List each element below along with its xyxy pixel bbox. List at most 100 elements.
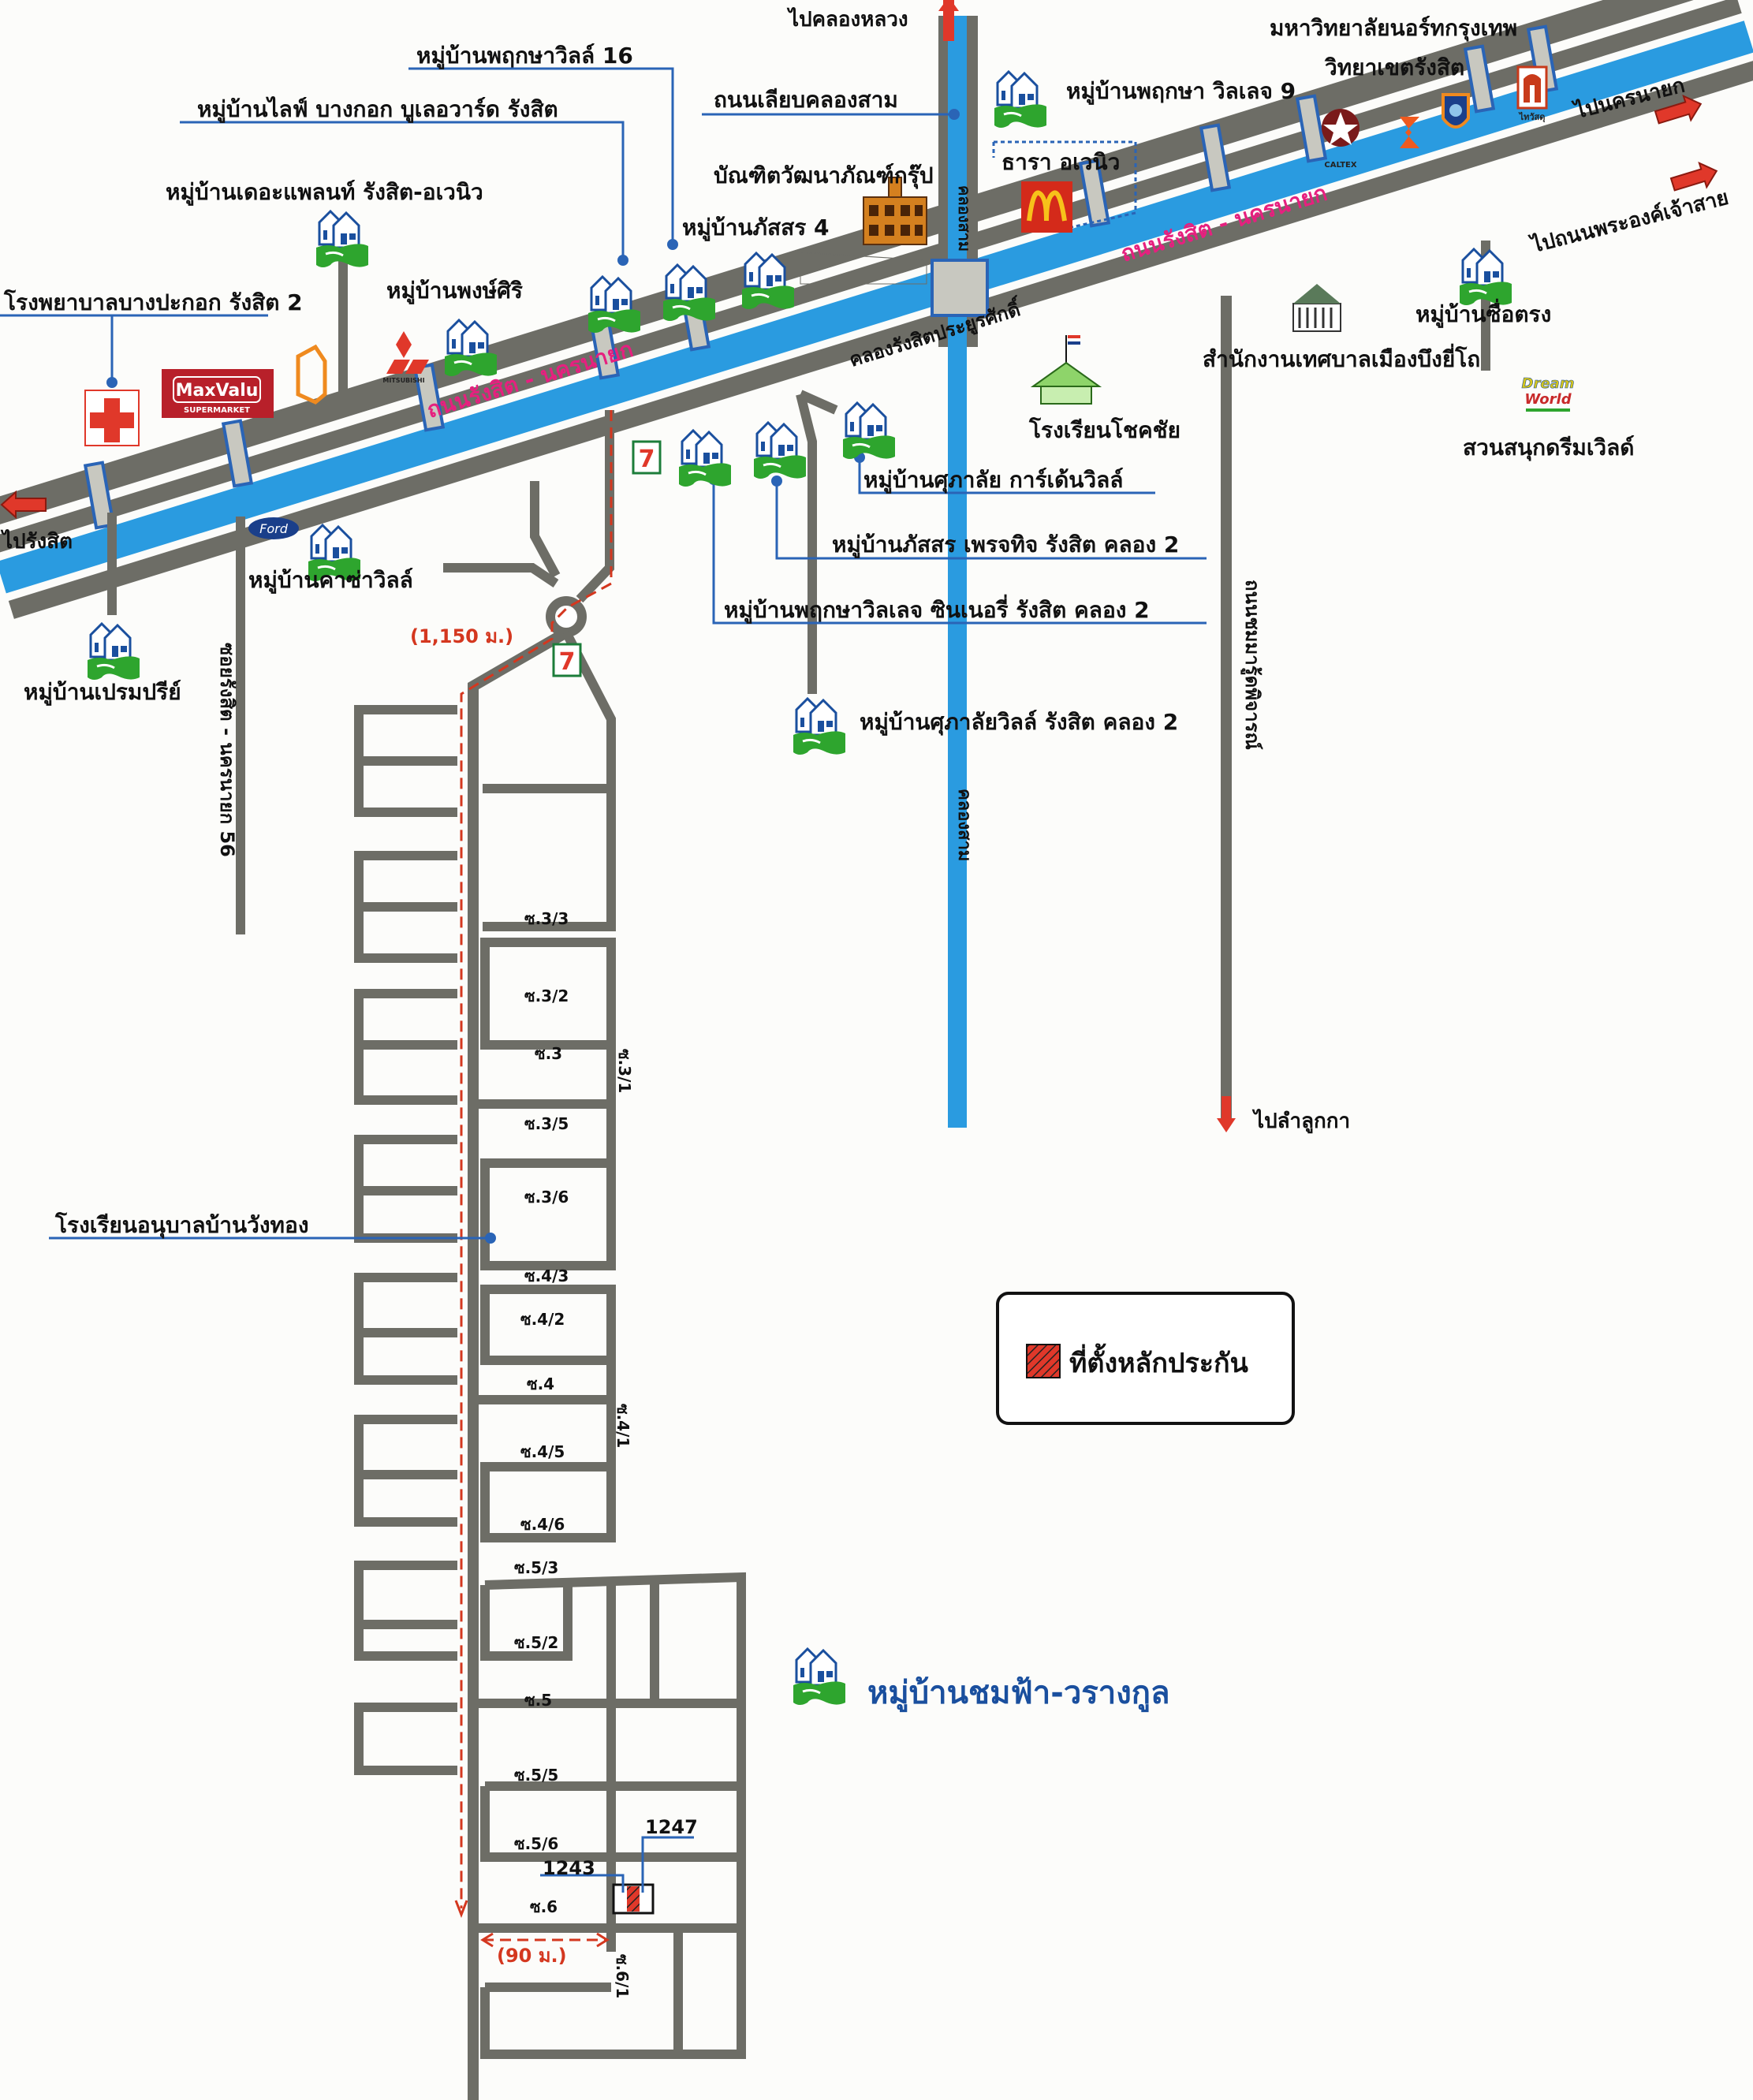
university-logo	[1442, 93, 1470, 129]
road-north-branch	[530, 481, 561, 578]
house-icon-supalai-ville	[792, 697, 847, 756]
west-blocks	[354, 705, 457, 1775]
seven-eleven-logo-2: 7	[552, 643, 582, 677]
block	[354, 1703, 457, 1775]
route-dashed-main	[460, 410, 613, 1908]
legend-swatch-icon	[1026, 1344, 1061, 1378]
leader-life-bangkok	[180, 121, 625, 260]
plot-label-1243: 1243	[543, 1857, 595, 1879]
home-store-logo	[296, 344, 327, 405]
arrow-left-rangsit-icon	[0, 490, 47, 520]
route-arrow-down-icon	[454, 1900, 468, 1919]
bridge	[83, 461, 116, 530]
main-soi-west	[468, 627, 569, 2100]
world-text: World	[1524, 391, 1572, 408]
label-life-bangkok: หมู่บ้านไลฟ์ บางกอก บูเลอวาร์ด รังสิต	[197, 96, 558, 123]
rangsit-canal	[0, 21, 1753, 594]
seven-box	[552, 643, 582, 677]
leader-dot	[106, 377, 117, 388]
caltex-text: CALTEX	[1324, 161, 1356, 170]
building-roof	[1293, 284, 1341, 304]
flag-white	[1068, 338, 1080, 341]
building-tower	[888, 177, 902, 198]
thaiwatsadu-logo: ไทวัสดุ	[1516, 65, 1548, 123]
leader-thara	[992, 140, 1137, 230]
house-icon-supalai-garden	[841, 401, 897, 461]
collateral-site	[612, 1883, 655, 1915]
label-soi-56: ซอยรังสิต - นครนายก 56	[216, 643, 238, 857]
label-to-phra-ong-chao-sai: ไปถนนพระองค์เจ้าสาย	[1527, 185, 1731, 259]
plot-label-1247: 1247	[645, 1816, 698, 1838]
maxvalu-logo: MaxValu SUPERMARKET	[162, 369, 274, 418]
soi-label: ซ.5/2	[514, 1633, 558, 1652]
label-khlong-sam-road: ถนนเลียบคลองสาม	[714, 87, 898, 113]
label-supalai-garden: หมู่บ้านศุภาลัย การ์เด้นวิลล์	[863, 467, 1123, 494]
bridge	[221, 419, 254, 488]
soi-label: ซ.3/5	[524, 1114, 569, 1133]
leader-dot	[485, 1233, 496, 1244]
legend: ที่ตั้งหลักประกัน	[996, 1292, 1295, 1425]
house-icon-pruksa-sinnery	[677, 429, 733, 488]
municipality-icon	[1292, 284, 1341, 332]
khlong-sam-junction	[931, 259, 989, 317]
roundabout	[546, 596, 587, 637]
school-roof	[1030, 361, 1102, 387]
khlong-sam-canal	[948, 16, 967, 1128]
seven-box	[632, 440, 662, 475]
label-to-khlong-luang: ไปคลองหลวง	[786, 6, 908, 32]
house-icon-sue-trong	[1458, 248, 1513, 307]
main-road-south-lane	[8, 59, 1753, 619]
label-khlong-sam-top: คลองสาม	[955, 185, 974, 252]
block-3-5	[480, 1158, 616, 1270]
block-4-3	[480, 1285, 616, 1365]
road-west-branch	[443, 563, 559, 587]
label-khlong-sam: คลองสาม	[954, 789, 974, 861]
bridge	[1078, 159, 1111, 228]
route-arrow-lr-icon	[480, 1932, 610, 1948]
orange-house-icon	[296, 344, 327, 405]
house-icon-prem-pree	[86, 622, 141, 681]
bridge	[1463, 44, 1496, 114]
label-the-plant: หมู่บ้านเดอะแพลนท์ รังสิต-อเวนิว	[166, 179, 483, 206]
maxvalu-text: MaxValu	[176, 381, 259, 401]
hospital-logo	[84, 390, 140, 446]
block	[354, 1561, 457, 1661]
soi-label: ซ.3/1	[615, 1049, 634, 1093]
columns	[1298, 308, 1333, 328]
soi-label: ซ.6/1	[613, 1954, 632, 1998]
block-6	[480, 1928, 746, 2059]
ford-oval	[248, 517, 299, 539]
dream-text: Dream	[1522, 375, 1575, 392]
label-distance-last: (90 ม.)	[497, 1945, 567, 1967]
leader-1243	[540, 1874, 625, 1893]
label-to-rangsit: ไปรังสิต	[0, 528, 73, 554]
leader-dot	[771, 476, 782, 487]
leader-dot	[617, 255, 628, 266]
thaiwatsadu-glyph	[1524, 74, 1541, 103]
arrow-up-head-icon	[938, 0, 959, 11]
school-chokchai-icon	[1030, 335, 1102, 405]
arrow-down-head-icon	[1217, 1118, 1236, 1132]
star-icon	[1323, 112, 1358, 145]
soi-label: ซ.5	[524, 1691, 552, 1710]
label-kindergarten: โรงเรียนอนุบาลบ้านวังทอง	[54, 1211, 309, 1239]
house-icon-chomfah	[792, 1647, 847, 1706]
label-nbu-2: วิทยาเขตรังสิต	[1324, 54, 1464, 80]
soi-label: ซ.5/6	[514, 1834, 558, 1853]
thaiwatsadu-text: ไทวัสดุ	[1518, 111, 1546, 123]
road-supalai-branch	[798, 390, 838, 415]
shield-emblem	[1449, 104, 1462, 117]
label-thara: ธารา อเวนิว	[1001, 149, 1120, 175]
leader-pruksa-sinnery	[712, 479, 1207, 625]
mitsubishi-text: MITSUBISHI	[382, 377, 424, 384]
label-sue-trong: หมู่บ้านซื่อตรง	[1415, 298, 1551, 328]
bundit-building-icon	[863, 177, 927, 245]
dreamworld-logo: Dream World	[1521, 375, 1575, 412]
maxvalu-sub-text: SUPERMARKET	[184, 406, 250, 415]
soi-label: ซ.5/5	[514, 1766, 558, 1785]
red-cross-icon	[90, 398, 134, 442]
road-to-roundabout	[576, 410, 614, 603]
label-supalai-ville: หมู่บ้านศุภาลัยวิลล์ รังสิต คลอง 2	[860, 709, 1178, 736]
block-3-3	[480, 938, 616, 1050]
